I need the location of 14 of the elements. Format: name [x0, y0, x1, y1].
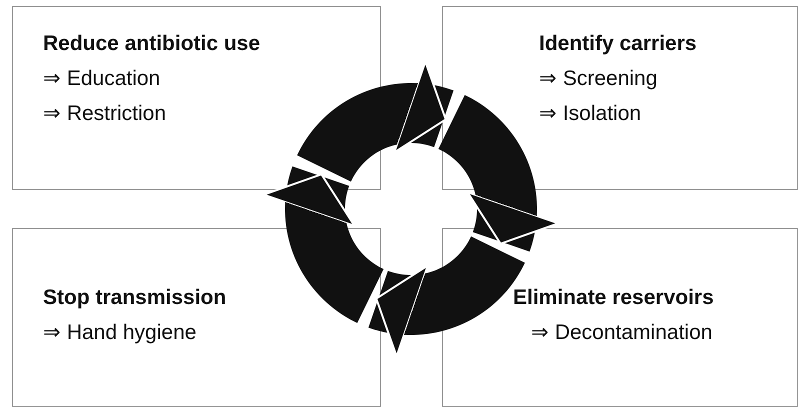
heading-text: Identify carriers: [539, 33, 697, 54]
bullet-text: ⇒ Isolation: [539, 103, 642, 124]
heading-text: Eliminate reservoirs: [513, 287, 714, 308]
quadrant-box: [442, 228, 798, 407]
bullet-text: ⇒ Screening: [539, 68, 658, 89]
heading-text: Reduce antibiotic use: [43, 33, 260, 54]
quadrant-box: [442, 6, 798, 190]
bullet-text: ⇒ Education: [43, 68, 160, 89]
quadrant-box: [12, 6, 381, 190]
quadrant-box: [12, 228, 381, 407]
bullet-text: ⇒ Restriction: [43, 103, 166, 124]
heading-text: Stop transmission: [43, 287, 226, 308]
bullet-text: ⇒ Decontamination: [531, 322, 712, 343]
bullet-text: ⇒ Hand hygiene: [43, 322, 196, 343]
